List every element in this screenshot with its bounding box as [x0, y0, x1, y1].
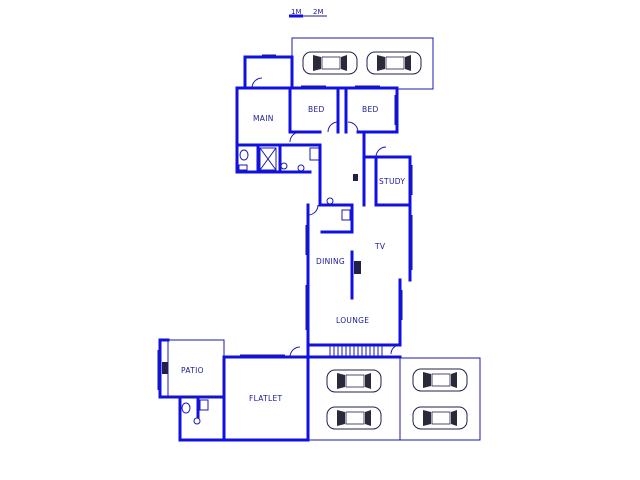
- bath-icon: [309, 147, 320, 161]
- room-label-study: STUDY: [379, 177, 405, 186]
- fireplace-icon: [354, 261, 361, 274]
- room-label-dining: DINING: [316, 257, 345, 266]
- room-labels: MAIN BED BED STUDY TV DINING LOUNGE PATI…: [181, 105, 405, 403]
- cars: [302, 51, 468, 430]
- car-icon: [326, 369, 382, 393]
- car-icon: [412, 368, 468, 392]
- stairs: [329, 345, 383, 357]
- room-label-lounge: LOUNGE: [336, 316, 369, 325]
- car-icon: [366, 51, 422, 75]
- room-label-patio: PATIO: [181, 366, 204, 375]
- shower-icon: [199, 399, 209, 411]
- toilet-icon: [239, 149, 249, 161]
- kitchen-sink-icon: [341, 209, 351, 221]
- room-label-bed-2: BED: [362, 105, 379, 114]
- basin-icon: [193, 417, 201, 425]
- basin-icon: [326, 197, 334, 205]
- door-swings: [251, 77, 401, 358]
- room-label-main: MAIN: [253, 114, 274, 123]
- toilet-icon: [181, 402, 191, 414]
- stove-icon: [353, 174, 358, 181]
- bathroom-fixtures: [162, 147, 361, 425]
- room-label-bed-1: BED: [308, 105, 325, 114]
- scale-label-2m: 2M: [313, 8, 324, 16]
- scale-bar: 1M 2M: [289, 8, 327, 18]
- car-icon: [326, 406, 382, 430]
- toilet-icon: [297, 164, 305, 172]
- scale-label-1m: 1M: [291, 8, 302, 16]
- room-label-flatlet: FLATLET: [249, 394, 283, 403]
- basin-icon: [280, 162, 288, 170]
- walls: [158, 55, 412, 442]
- car-icon: [302, 51, 358, 75]
- windows: [157, 54, 413, 390]
- braai-icon: [162, 362, 168, 374]
- room-label-tv: TV: [374, 242, 386, 251]
- car-icon: [412, 406, 468, 430]
- basin-icon: [238, 164, 248, 171]
